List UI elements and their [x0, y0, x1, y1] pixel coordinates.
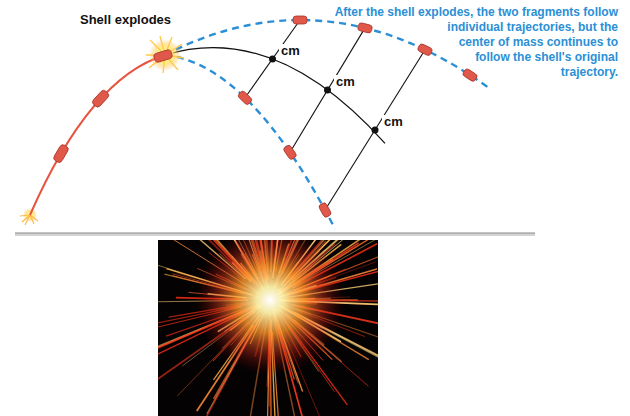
fragment-icons: [237, 16, 478, 218]
shell-icons: [53, 89, 110, 164]
fireworks-photo: [113, 155, 420, 416]
cm-label: cm: [279, 44, 302, 58]
explosion-burst: [146, 36, 184, 73]
cm-label: cm: [334, 75, 357, 89]
launch-flare: [20, 208, 38, 225]
ground-shade: [15, 233, 535, 236]
shell-trajectory: [30, 55, 165, 215]
firework-rays: [158, 240, 378, 416]
firework-glow: [195, 240, 345, 375]
fragment-pair-lines: [245, 20, 425, 210]
ground-line: [15, 232, 535, 233]
lower-fragment-path: [165, 55, 335, 229]
explanation-note: After the shell explodes, the two fragme…: [335, 5, 618, 79]
upper-fragment-path: [165, 20, 490, 89]
cm-label: cm: [382, 115, 405, 129]
note-block: After the shell explodes, the two fragme…: [322, 5, 618, 145]
cm-dots: [269, 56, 379, 134]
cm-trajectory: [165, 48, 385, 144]
event-label: Shell explodes: [80, 12, 171, 27]
